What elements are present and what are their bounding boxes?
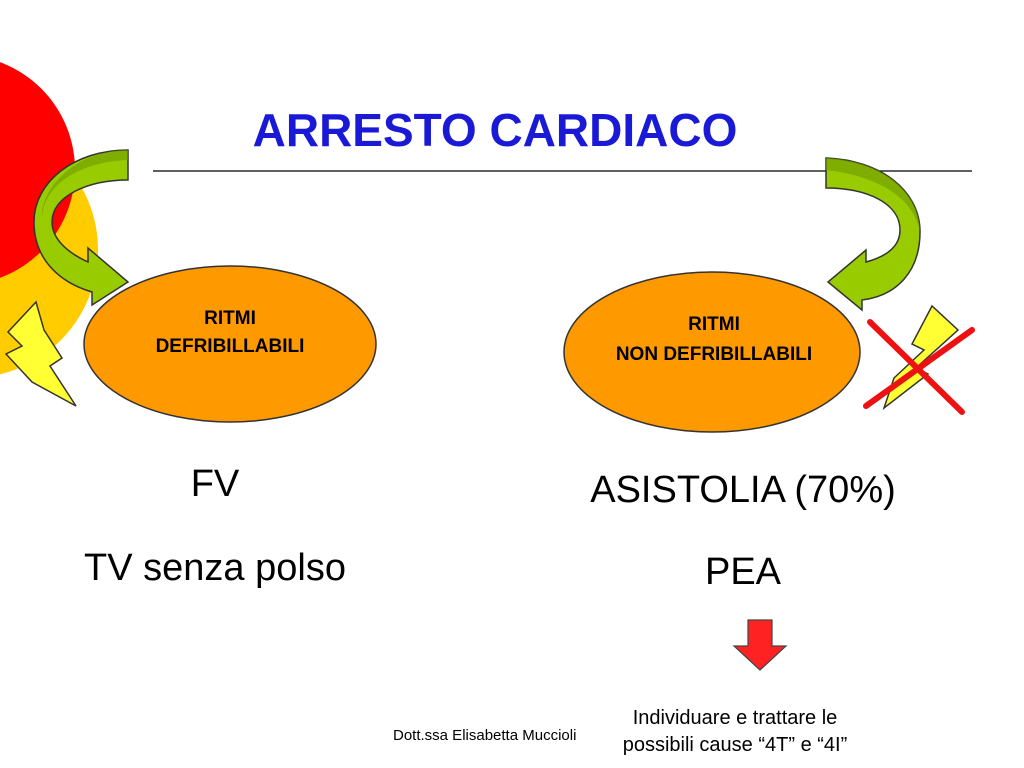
oval-right-label: RITMI NON DEFRIBILLABILI — [572, 304, 856, 376]
oval-left-label: RITMI DEFRIBILLABILI — [130, 305, 330, 361]
oval-right-line2: NON DEFRIBILLABILI — [615, 344, 813, 365]
down-arrow-icon — [732, 619, 788, 671]
lightning-bolt-left-icon — [4, 300, 77, 407]
oval-defibrillable — [83, 265, 377, 423]
item-tv-senza-polso: TV senza polso — [84, 547, 346, 589]
item-pea: PEA — [704, 551, 782, 593]
oval-right-line1: RITMI — [688, 314, 740, 335]
slide-title: ARRESTO CARDIACO — [252, 104, 738, 156]
curved-arrow-left-icon — [33, 149, 130, 307]
causes-note-line2: possibili cause “4T” e “4I” — [622, 734, 848, 756]
causes-note-line1: Individuare e trattare le — [632, 707, 838, 729]
red-cross-icon — [863, 319, 975, 415]
oval-left-line2: DEFRIBILLABILI — [155, 336, 305, 357]
footer-author: Dott.ssa Elisabetta Muccioli — [393, 727, 577, 744]
oval-left-line1: RITMI — [204, 308, 256, 329]
lightning-bolt-right-icon — [882, 304, 960, 411]
item-asistolia: ASISTOLIA (70%) — [590, 469, 896, 511]
causes-note: Individuare e trattare le possibili caus… — [560, 705, 910, 759]
item-fv: FV — [190, 463, 240, 505]
oval-non-defibrillable — [563, 271, 861, 433]
red-circle-deco — [0, 62, 75, 278]
curved-arrow-right-icon — [825, 157, 921, 312]
